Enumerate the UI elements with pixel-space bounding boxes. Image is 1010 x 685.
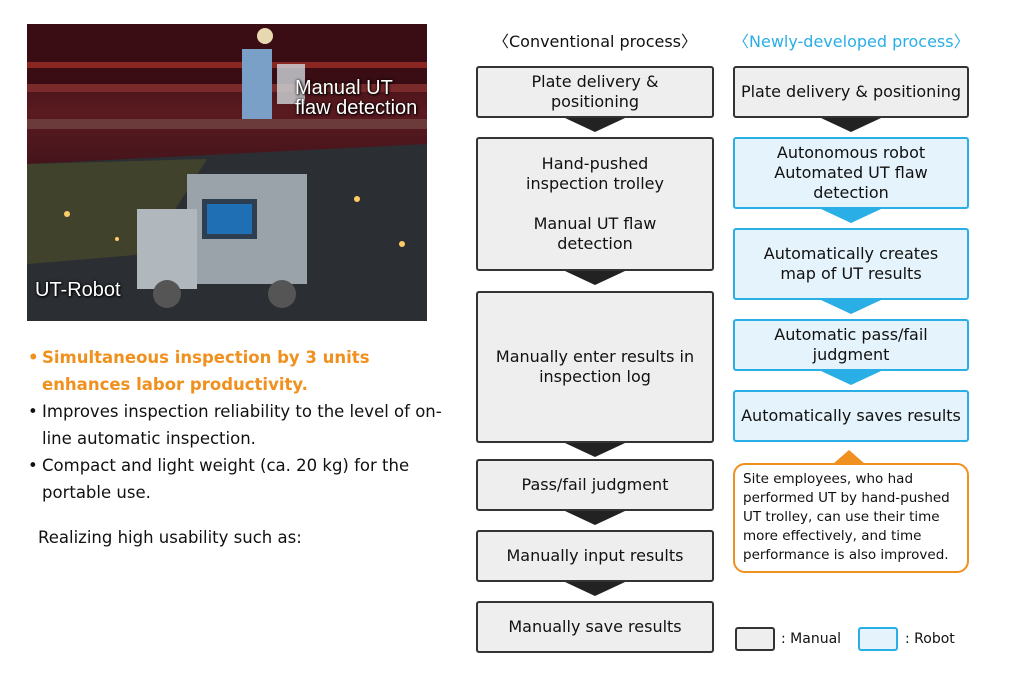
feature-item: Simultaneous inspection by 3 units enhan… — [26, 344, 446, 398]
feature-item: Improves inspection reliability to the l… — [26, 398, 446, 452]
new-arrow — [821, 300, 881, 314]
new-step-label: Plate delivery & positioning — [740, 82, 962, 101]
conv-step-delivery: Plate delivery & positioning — [476, 66, 714, 118]
new-step-label: Automatic pass/fail judgment — [774, 325, 928, 364]
new-step-label: Autonomous robot Automated UT flaw detec… — [774, 143, 928, 202]
benefit-note: Site employees, who had performed UT by … — [733, 463, 969, 573]
legend-robot-swatch — [858, 627, 898, 651]
ut-robot-label: UT-Robot — [35, 279, 121, 301]
legend-manual-swatch — [735, 627, 775, 651]
conv-step-label: Hand-pushed inspection trolley Manual UT… — [526, 154, 664, 253]
conv-step-label: Manually save results — [508, 617, 682, 636]
new-process-title: 〈Newly-developed process〉 — [733, 32, 970, 51]
new-step-delivery: Plate delivery & positioning — [733, 66, 969, 118]
conv-step-label: Manually enter results in inspection log — [495, 347, 695, 386]
conv-arrow — [565, 443, 625, 457]
usability-text: Realizing high usability such as: — [38, 528, 302, 547]
new-step-save: Automatically saves results — [733, 390, 969, 442]
feature-list: Simultaneous inspection by 3 units enhan… — [26, 344, 446, 506]
conventional-title: 〈Conventional process〉 — [492, 32, 698, 51]
new-arrow — [821, 209, 881, 223]
conv-step-trolley: Hand-pushed inspection trolley Manual UT… — [476, 137, 714, 271]
new-arrow — [821, 118, 881, 132]
conv-arrow — [565, 118, 625, 132]
legend-manual-label: : Manual — [781, 631, 842, 647]
new-step-map: Automatically creates map of UT results — [733, 228, 969, 300]
conv-step-log: Manually enter results in inspection log — [476, 291, 714, 443]
ut-robot-photo: Manual UT flaw detection UT-Robot — [27, 24, 427, 321]
conv-step-label: Manually input results — [506, 546, 684, 565]
note-pointer — [833, 450, 865, 464]
conv-step-input: Manually input results — [476, 530, 714, 582]
new-step-label: Automatically saves results — [741, 406, 961, 425]
new-arrow — [821, 371, 881, 385]
legend-robot-label: : Robot — [905, 631, 955, 647]
new-step-robot: Autonomous robot Automated UT flaw detec… — [733, 137, 969, 209]
conv-arrow — [565, 271, 625, 285]
feature-item: Compact and light weight (ca. 20 kg) for… — [26, 452, 446, 506]
conv-step-label: Pass/fail judgment — [521, 475, 669, 494]
conv-arrow — [565, 582, 625, 596]
conv-step-judgment: Pass/fail judgment — [476, 459, 714, 511]
conv-step-save: Manually save results — [476, 601, 714, 653]
manual-ut-label: Manual UT flaw detection — [295, 77, 418, 119]
conv-arrow — [565, 511, 625, 525]
conv-step-label: Plate delivery & positioning — [531, 72, 659, 111]
new-step-judgment: Automatic pass/fail judgment — [733, 319, 969, 371]
new-step-label: Automatically creates map of UT results — [763, 244, 939, 283]
